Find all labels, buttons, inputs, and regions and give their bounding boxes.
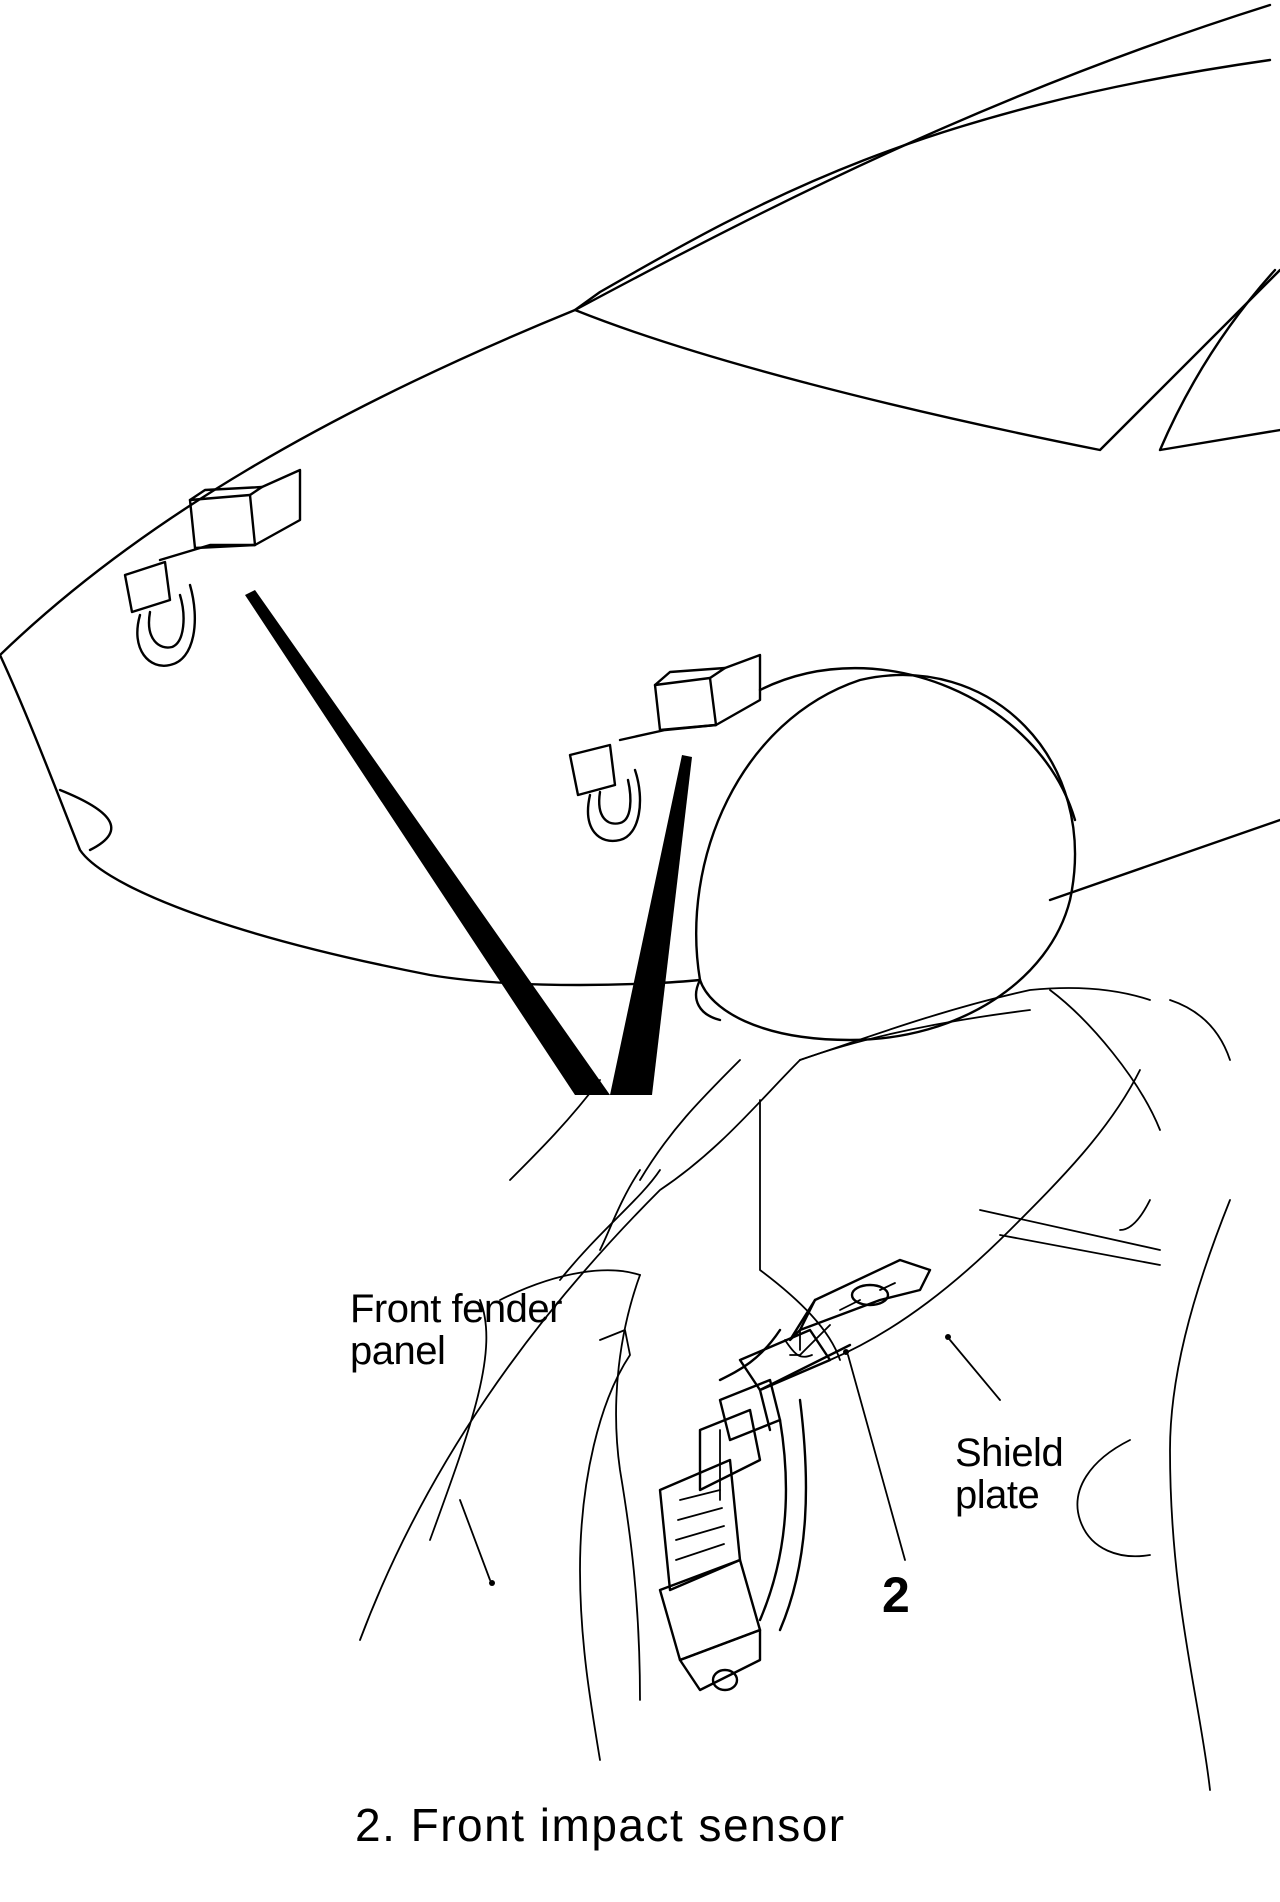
wheel-arch — [758, 666, 1280, 902]
label-front-fender-panel: Front fender panel — [350, 1288, 562, 1372]
pointer-wedge — [245, 590, 610, 1095]
bumper-outline — [0, 653, 702, 987]
a-pillar — [1158, 268, 1280, 452]
fender-lip — [579, 1329, 631, 1761]
leader-shield — [949, 1339, 1001, 1401]
top-diagonal — [599, 1169, 641, 1251]
fender-inner-edge — [615, 1274, 641, 1701]
figure-caption: 2. Front impact sensor — [355, 1799, 846, 1851]
pointer-wedge-right — [610, 755, 692, 1095]
label-shield-plate: Shield plate — [955, 1431, 1064, 1517]
leader-fender — [459, 1499, 491, 1581]
label-shield-line2: plate — [955, 1473, 1040, 1517]
leader-2 — [847, 1354, 906, 1561]
nose-contour — [58, 788, 113, 852]
callout-2: 2 — [882, 1567, 910, 1623]
windshield-outline — [573, 58, 1280, 452]
label-shield-line1: Shield — [955, 1431, 1064, 1475]
shield-outline — [759, 1099, 841, 1361]
fender-curve-outer — [559, 1169, 661, 1281]
label-front-fender-line2: panel — [350, 1329, 446, 1373]
right-front-impact-sensor — [568, 653, 762, 843]
left-front-impact-sensor — [123, 468, 302, 667]
body-side-line — [694, 978, 722, 1022]
label-front-fender-line1: Front fender — [350, 1287, 562, 1331]
right-curve — [1169, 1199, 1231, 1791]
impact-sensor-detail — [658, 1258, 932, 1692]
right-small-arc — [1076, 1439, 1151, 1558]
car-front-illustration — [0, 3, 1280, 1095]
shield-long-line — [979, 1209, 1161, 1266]
right-curve-2 — [1119, 1199, 1151, 1231]
hood-outline — [0, 3, 1272, 657]
